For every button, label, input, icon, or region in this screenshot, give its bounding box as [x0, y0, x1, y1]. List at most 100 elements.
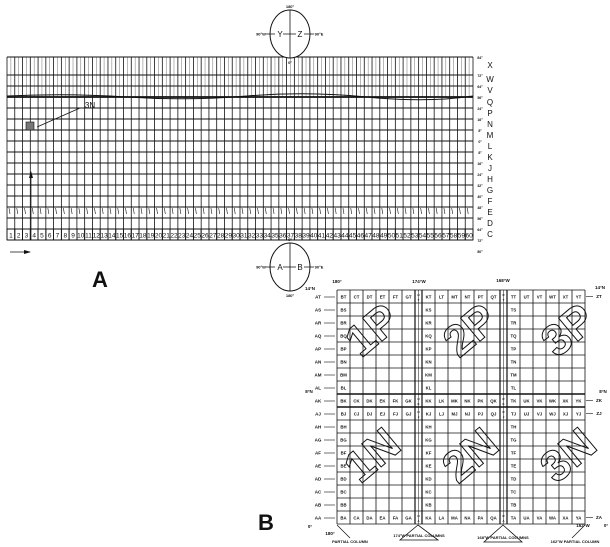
row-letter: J [540, 412, 543, 417]
row-letter: C [344, 490, 347, 495]
column-letter: T [511, 503, 514, 508]
column-letter: V [537, 399, 540, 404]
row-letter: K [382, 399, 386, 404]
column-letter: T [511, 321, 514, 326]
row-letter: K [395, 399, 399, 404]
row-letter: A [553, 516, 556, 521]
row-letter: AC [315, 490, 322, 495]
row-letter: AN [315, 360, 322, 365]
row-letter: E [513, 464, 516, 469]
grid-square-label: WK [549, 399, 557, 404]
partial-square-label: R [502, 293, 504, 297]
band-letter-v: V [487, 86, 493, 95]
row-letter: D [344, 477, 347, 482]
longitude-tick [218, 207, 220, 215]
zone-number: 57 [442, 233, 450, 240]
zone-number: 55 [427, 233, 435, 240]
zone-number: 53 [411, 233, 419, 240]
row-letter: J [566, 412, 569, 417]
row-letter: AK [315, 399, 322, 404]
grid-square-label: TQ [511, 334, 518, 339]
zone-number: 54 [419, 233, 427, 240]
grid-square-label: QJ [491, 412, 497, 417]
column-letter: K [425, 477, 429, 482]
column-letter: T [511, 477, 514, 482]
row-letter: T [455, 295, 458, 300]
longitude-tick [101, 207, 104, 215]
column-letter: T [511, 425, 514, 430]
band-letter-n: N [487, 120, 493, 129]
row-letter: T [441, 295, 444, 300]
longitude-tick [319, 207, 321, 215]
grid-square-label: KS [426, 308, 432, 313]
row-letter: A [578, 516, 581, 521]
longitude-tick [389, 207, 391, 215]
row-letter: A [513, 516, 516, 521]
longitude-tick [466, 207, 469, 215]
grid-square-label: WT [549, 295, 556, 300]
grid-square-label: TC [511, 490, 517, 495]
row-letter: K [344, 399, 348, 404]
grid-square-label: BK [340, 399, 347, 404]
row-letter: T [566, 295, 569, 300]
right-row-label: ZT [596, 294, 602, 299]
column-letter: G [405, 516, 409, 521]
row-letter: J [468, 412, 471, 417]
column-letter: T [510, 373, 513, 378]
row-letter: J [494, 412, 497, 417]
column-letter: K [425, 490, 429, 495]
row-letter: T [481, 295, 484, 300]
column-letter: K [425, 503, 429, 508]
band-letter-j: J [488, 164, 492, 173]
zone-number: 44 [341, 233, 349, 240]
longitude-tick [428, 207, 430, 215]
row-letter: H [344, 425, 347, 430]
longitude-tick [195, 207, 197, 215]
column-letter: B [341, 347, 344, 352]
row-letter: K [468, 399, 472, 404]
zone-number: 13 [100, 233, 108, 240]
column-letter: E [380, 516, 383, 521]
longitude-tick [117, 207, 120, 215]
longitude-tick [311, 207, 314, 215]
grid-square-label: KM [425, 373, 432, 378]
column-letter: B [340, 360, 343, 365]
band-degree-label: 64° [477, 85, 483, 89]
grid-square-label: BM [340, 373, 347, 378]
longitude-tick [179, 207, 182, 215]
column-letter: B [341, 308, 344, 313]
band-degree-label: 84° [477, 56, 483, 60]
partial-square-label: A [502, 519, 504, 523]
zone-number: 21 [163, 233, 171, 240]
column-letter: K [426, 295, 430, 300]
column-letter: D [367, 295, 370, 300]
partial-callout-line [571, 524, 586, 539]
grid-square-label: TH [511, 425, 517, 430]
latitude-label: 0° [308, 524, 313, 529]
grid-square-label: TT [511, 295, 517, 300]
band-letter-w: W [486, 75, 494, 84]
row-letter: Q [428, 334, 432, 339]
column-letter: U [524, 295, 527, 300]
grid-square-label: TK [511, 399, 518, 404]
polar-bottom-degree: 180° [286, 293, 295, 298]
row-letter: B [429, 503, 432, 508]
row-letter: J [383, 412, 386, 417]
row-letter: AG [315, 438, 322, 443]
column-letter: L [439, 399, 442, 404]
polar-left-degree: 90°W [256, 265, 266, 270]
grid-square-label: LA [439, 516, 445, 521]
grid-square-label: KB [425, 503, 431, 508]
column-letter: P [478, 516, 481, 521]
zone-number: 35 [271, 233, 279, 240]
row-letter: J [442, 412, 445, 417]
band-degree-label: 8° [478, 151, 482, 155]
row-letter: AB [315, 503, 322, 508]
column-letter: K [425, 321, 429, 326]
row-letter: K [370, 399, 374, 404]
grid-square-label: FJ [393, 412, 399, 417]
column-letter: C [354, 412, 357, 417]
grid-square-label: KR [425, 321, 432, 326]
row-letter: J [481, 412, 484, 417]
row-letter: S [513, 308, 516, 313]
